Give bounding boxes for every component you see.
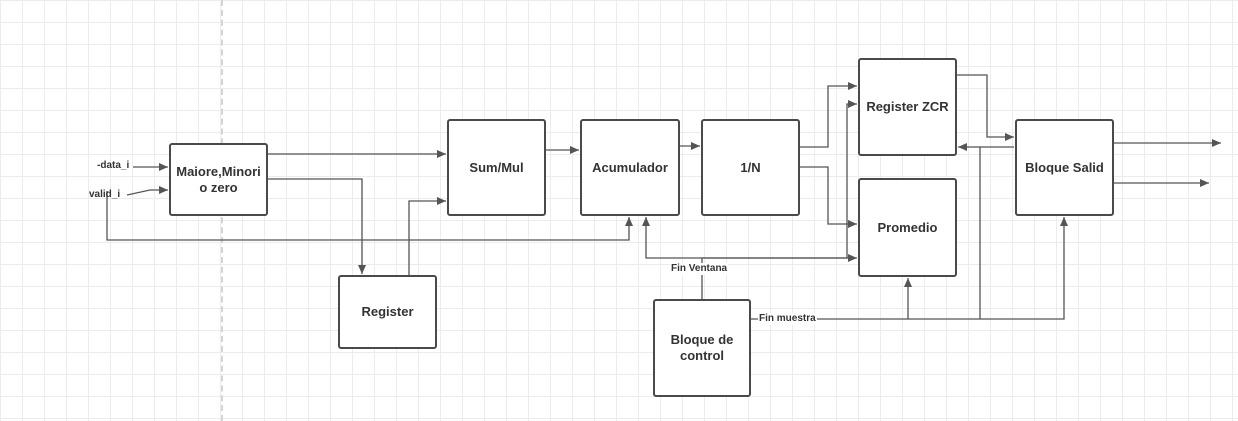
block-sum-mul-label: Sum/Mul (469, 159, 524, 175)
block-bloque-control[interactable]: Bloque de control (653, 299, 751, 397)
block-register-label: Register (361, 304, 414, 319)
block-register-zcr-label: Register ZCR (866, 99, 949, 114)
wire-cmp-to-register (268, 178, 366, 274)
signal-fin-ventana-label: Fin Ventana (670, 263, 729, 275)
block-bloque-salida-label: Bloque Salid (1025, 159, 1104, 175)
block-register[interactable]: Register (338, 275, 437, 349)
block-acumulador-label: Acumulador (592, 159, 668, 175)
wire-invn-to-promedio (800, 166, 857, 228)
block-acumulador[interactable]: Acumulador (580, 119, 680, 216)
wire-salida-to-zcr (979, 146, 1014, 319)
wire-valid-to-acumulador (106, 191, 633, 241)
block-bloque-control-label: Bloque de control (670, 332, 734, 363)
block-inv-n-label: 1/N (740, 159, 761, 175)
block-mayor-menor-label: Maiore,Minori o zero (176, 163, 261, 195)
wire-zcr-to-salida (957, 74, 1014, 141)
signal-fin-muestra-label: Fin muestra (758, 313, 817, 325)
signal-valid-in-label: valid_i (89, 189, 121, 200)
wire-fin-muestra (751, 217, 1068, 320)
block-bloque-salida[interactable]: Bloque Salid (1015, 119, 1114, 216)
wire-fin-ventana-to-acumulador (642, 217, 847, 259)
wire-valid-in (126, 186, 168, 196)
block-register-zcr[interactable]: Register ZCR (858, 58, 957, 156)
block-inv-n[interactable]: 1/N (701, 119, 800, 216)
block-promedio-label: Promedio (877, 219, 938, 235)
block-sum-mul[interactable]: Sum/Mul (447, 119, 546, 216)
signal-data-in-label: -data_i (97, 160, 130, 171)
block-mayor-menor[interactable]: Maiore,Minori o zero (169, 143, 268, 216)
block-promedio[interactable]: Promedio (858, 178, 957, 277)
wire-invn-to-zcr (800, 82, 857, 148)
wire-register-to-summul (408, 197, 446, 275)
wire-fin-ventana-to-zcr (846, 100, 857, 258)
